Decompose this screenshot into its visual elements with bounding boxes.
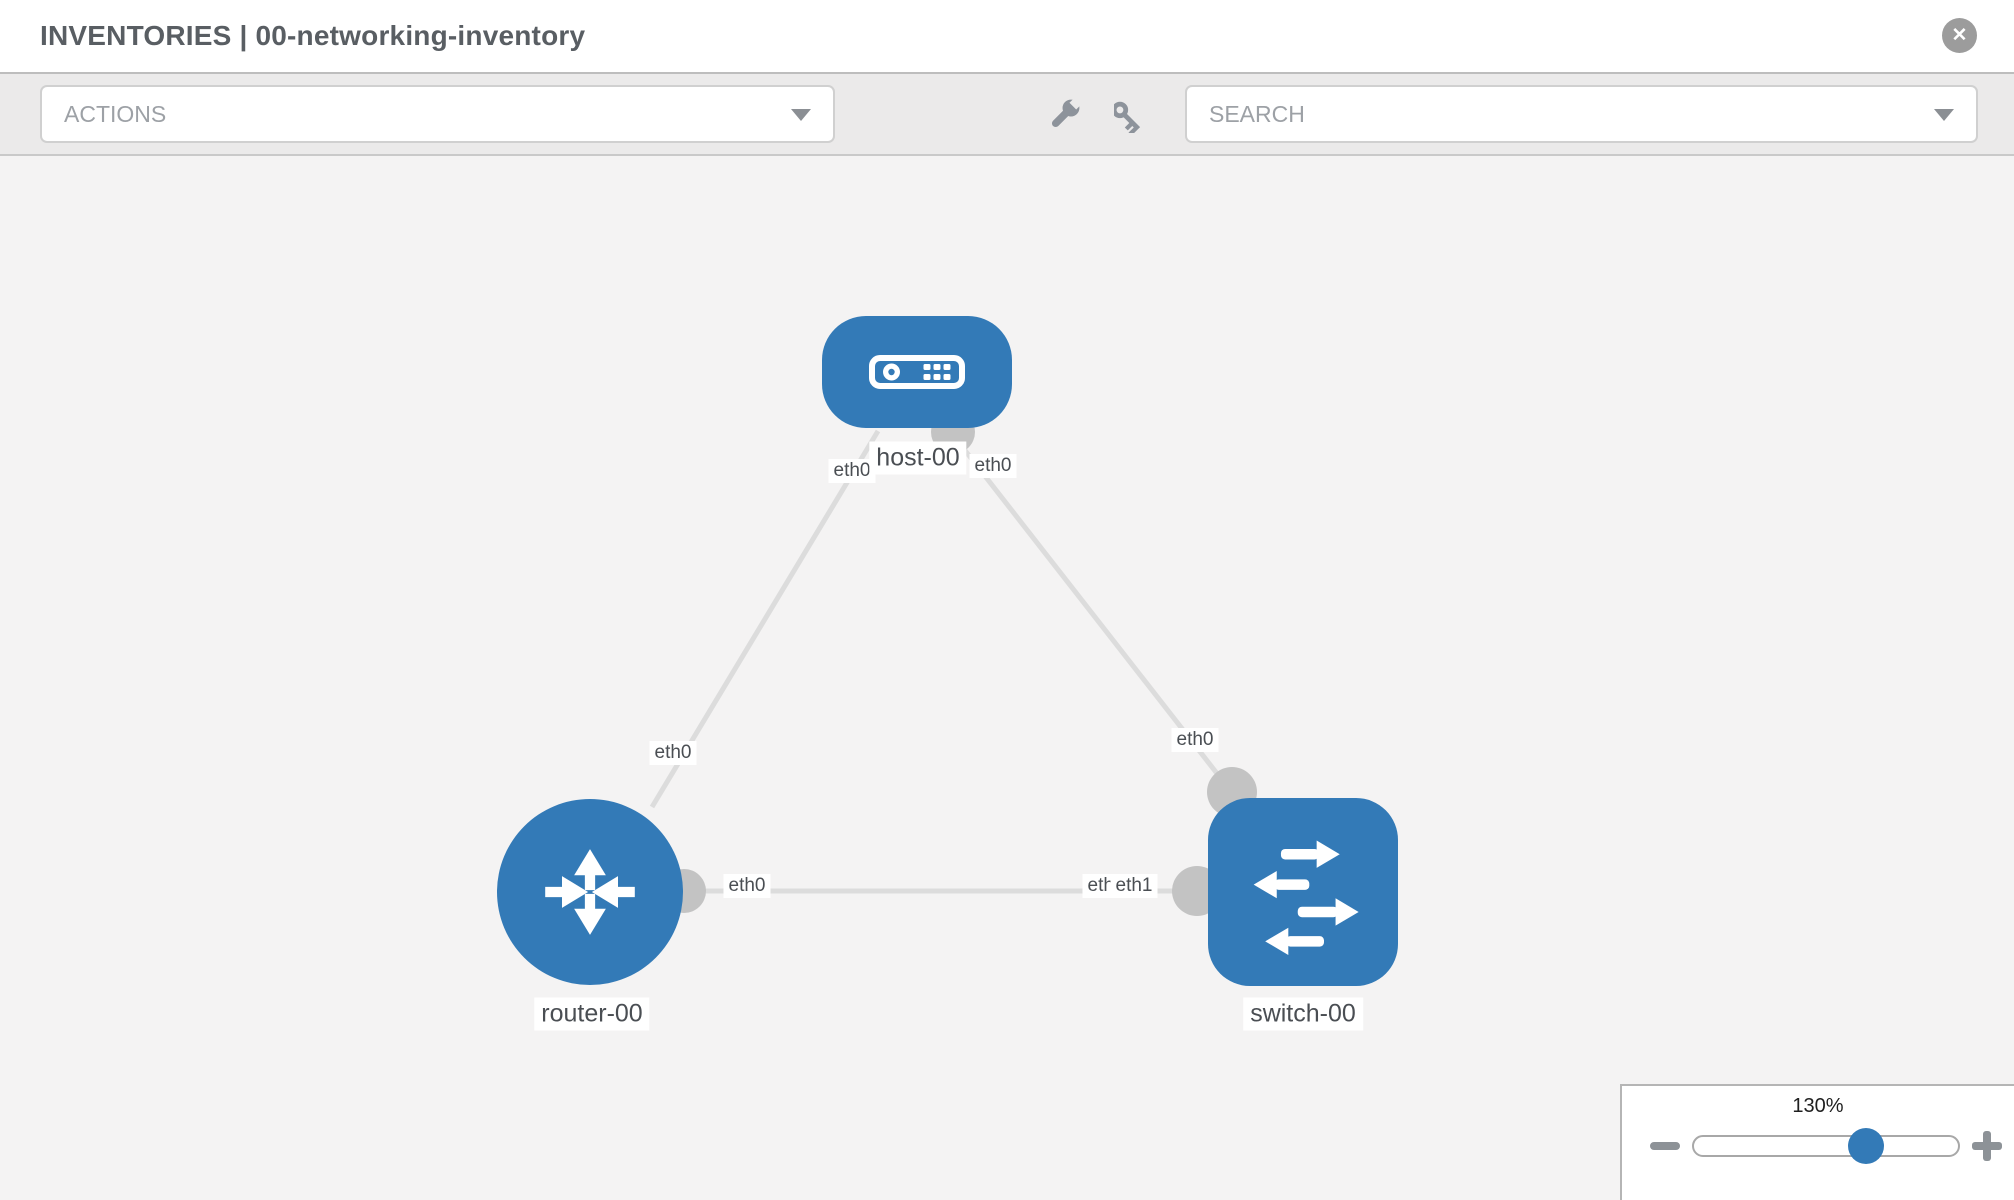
search-dropdown-label: SEARCH <box>1209 100 1305 127</box>
zoom-panel: 130% <box>1620 1084 2014 1200</box>
interface-label: eth0 <box>649 741 697 765</box>
wrench-icon[interactable] <box>1046 95 1084 133</box>
key-icon[interactable] <box>1114 95 1152 133</box>
links-layer <box>649 410 1257 916</box>
toolbar-icons <box>1046 74 1152 154</box>
actions-dropdown-label: ACTIONS <box>64 100 167 127</box>
interface-label: eth0 <box>723 874 771 898</box>
zoom-slider[interactable] <box>1692 1128 1960 1164</box>
interface-label: eth1 <box>1110 874 1158 898</box>
node-host-00[interactable] <box>822 316 1012 428</box>
zoom-level: 130% <box>1792 1095 1844 1117</box>
toolbar: ACTIONS SEARCH <box>0 72 2014 156</box>
page-title: INVENTORIES | 00-networking-inventory <box>40 20 586 51</box>
host-icon <box>869 355 965 389</box>
node-router-00[interactable] <box>497 799 683 985</box>
zoom-in-button[interactable] <box>1972 1131 2002 1161</box>
zoom-slider-thumb[interactable] <box>1848 1128 1884 1164</box>
node-label-switch-00: switch-00 <box>1243 997 1363 1031</box>
switch-icon <box>1253 840 1359 955</box>
node-label-host-00: host-00 <box>869 441 967 475</box>
node-switch-00[interactable] <box>1208 798 1398 986</box>
interface-label: eth0 <box>1171 728 1219 752</box>
chevron-down-icon <box>1934 109 1954 121</box>
close-icon: ✕ <box>1951 25 1968 46</box>
interface-label: eth0 <box>828 459 876 483</box>
interface-label: eth0 <box>969 454 1017 478</box>
close-button[interactable]: ✕ <box>1942 18 1977 53</box>
topology-canvas[interactable]: eth0 eth0 eth0 eth0 eth0 eth0 eth1 host-… <box>0 156 2014 1200</box>
router-icon <box>545 849 635 935</box>
search-dropdown[interactable]: SEARCH <box>1185 85 1978 143</box>
node-label-router-00: router-00 <box>534 997 650 1031</box>
chevron-down-icon <box>791 109 811 121</box>
header: INVENTORIES | 00-networking-inventory ✕ <box>0 0 2014 72</box>
zoom-out-button[interactable] <box>1650 1142 1680 1150</box>
actions-dropdown[interactable]: ACTIONS <box>40 85 835 143</box>
